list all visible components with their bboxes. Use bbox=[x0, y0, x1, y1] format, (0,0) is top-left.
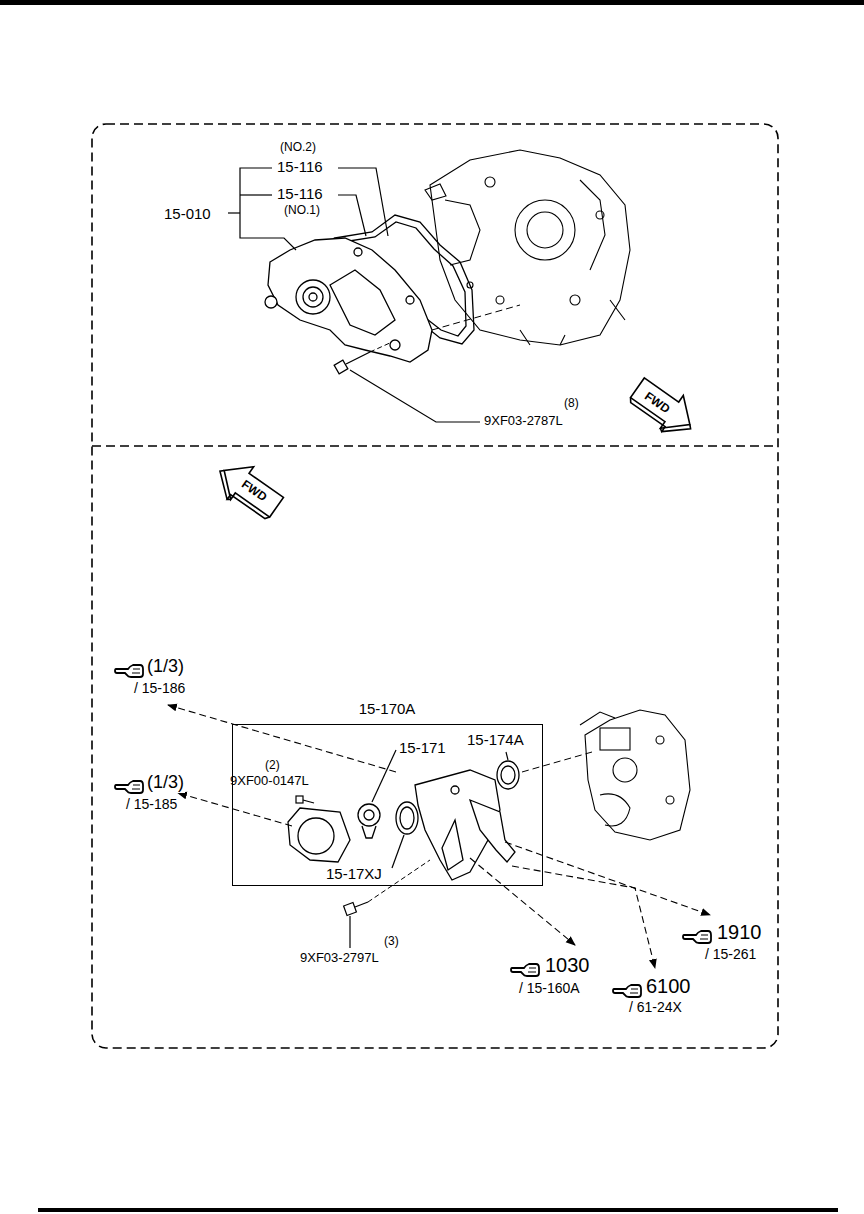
assembly-line bbox=[370, 342, 392, 352]
water-pump bbox=[265, 238, 432, 362]
quantity-callout: (8) bbox=[563, 397, 580, 410]
reference-hand-icon bbox=[115, 665, 711, 997]
part-number: 15-116 bbox=[276, 159, 324, 176]
quantity-callout: (3) bbox=[383, 935, 400, 948]
thermostat-housing bbox=[288, 761, 519, 880]
assembly-part-number: 15-170A bbox=[357, 701, 418, 718]
part-number: 9XF00-0147L bbox=[229, 774, 310, 788]
fwd-arrow bbox=[209, 452, 288, 525]
reference-number: (1/3) bbox=[146, 773, 185, 793]
reference-page: / 15-261 bbox=[704, 947, 757, 962]
quantity-callout: (2) bbox=[264, 759, 281, 772]
leader-lines bbox=[228, 168, 480, 422]
engine-block bbox=[580, 710, 690, 840]
reference-number: 1030 bbox=[544, 954, 591, 976]
part-number: 15-116 bbox=[276, 186, 324, 203]
reference-page: / 61-24X bbox=[628, 1000, 683, 1015]
assembly-line bbox=[522, 752, 592, 772]
bolt bbox=[334, 352, 370, 374]
assembly-box: 15-170A bbox=[232, 724, 543, 886]
callout-note: (NO.1) bbox=[283, 204, 321, 217]
part-number: 9XF03-2787L bbox=[483, 414, 564, 428]
reference-page: / 15-185 bbox=[125, 797, 178, 812]
assembly-line bbox=[432, 305, 520, 330]
reference-number: (1/3) bbox=[146, 657, 185, 677]
group-frame bbox=[92, 124, 778, 1048]
part-number: 15-010 bbox=[163, 206, 212, 223]
part-number: 15-171 bbox=[398, 740, 447, 757]
engine-block bbox=[425, 150, 630, 345]
reference-page: / 15-160A bbox=[518, 981, 581, 996]
callout-note: (NO.2) bbox=[279, 141, 317, 154]
reference-number: 1910 bbox=[716, 921, 763, 943]
reference-page: / 15-186 bbox=[133, 681, 186, 696]
bolt bbox=[296, 796, 368, 915]
fwd-arrow bbox=[625, 371, 704, 444]
part-number: 9XF03-2797L bbox=[299, 951, 380, 965]
part-number: 15-174A bbox=[466, 732, 525, 749]
leader-lines bbox=[350, 750, 508, 948]
reference-number: 6100 bbox=[645, 975, 692, 997]
reference-arrows bbox=[168, 705, 710, 968]
part-number: 15-17XJ bbox=[325, 866, 383, 883]
